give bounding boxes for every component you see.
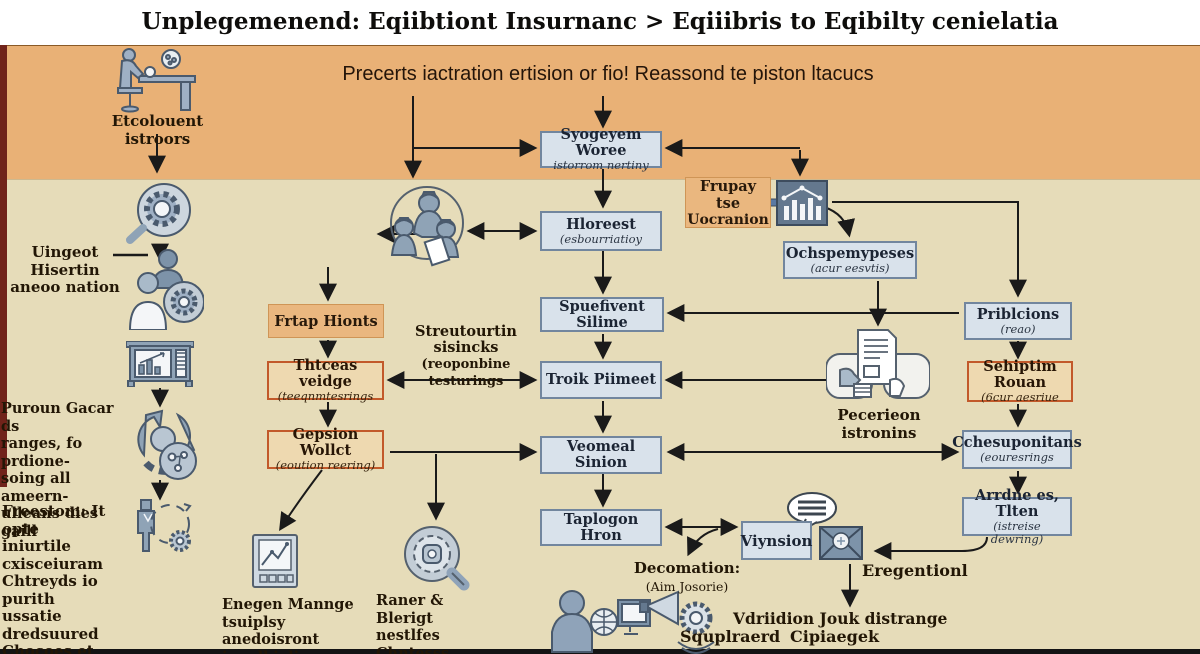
left-accent-strip (0, 45, 7, 487)
vdriidion-label: Vdriidion Jouk distrange (733, 609, 948, 628)
flow-box-syogeyem: Syogeyem Woree istorrom nertiny (540, 127, 662, 172)
raner-label: Raner & Blerigt nestlfes Chntesss doistr… (376, 592, 450, 654)
flow-box-frupay: Frupay tse Uocranion (685, 177, 771, 228)
flow-box-thtceas: Thtceas veidge (teeqnmtesrings (267, 358, 384, 403)
group-discussion-icon (390, 186, 464, 267)
barchart-panel-icon (776, 180, 828, 226)
flow-box-hloreest: Hloreest (esbourriatioy (540, 211, 662, 251)
bottom-accent-bar (0, 649, 1200, 654)
squplraerd-label: Squplraerd (680, 627, 781, 646)
banner-text: Precerts iactration ertision or fio! Rea… (342, 63, 874, 85)
hisertin-label: Uingeot Hisertin aneoo nation (10, 243, 120, 296)
flow-box-gepsion: Gepsion Wollct (eoution reering) (267, 427, 384, 472)
freestom-label: Freestom: It opte iniurtile cxisceiuram … (2, 502, 106, 654)
page-title: Unplegemenend: Eqiibtiont Insurnanc > Eq… (141, 8, 1059, 35)
etcolouent-label: Etcolouent istroors (111, 112, 204, 148)
person-at-desk-icon (117, 48, 196, 113)
envelope-icon (819, 526, 863, 560)
chart-board-icon (252, 534, 298, 588)
flow-box-ochspem: Ochspemypeses (acur eesvtis) (783, 241, 917, 279)
flow-box-arrdne: Arrdne es, Tlten (istreise dewring) (962, 487, 1072, 545)
flow-box-taplogon: Taplogon Hron (540, 509, 662, 546)
flow-box-cchesup: Cchesuponitans (eouresrings (952, 430, 1082, 469)
body-background (0, 180, 1200, 649)
eregentionl-label: Eregentionl (862, 561, 968, 580)
pecerieon-label: Pecerieon istronins (837, 406, 921, 442)
flow-box-veomeal: Veomeal Sinion (540, 436, 662, 474)
gear-magnifier-icon (126, 183, 191, 244)
title-strip (0, 0, 1200, 45)
flow-box-viynsion: Viynsion (741, 521, 812, 560)
cipiaegek-label: Cipiaegek (790, 627, 880, 646)
flow-box-priblcions: Priblcions (reao) (964, 302, 1072, 340)
people-gear-icon (128, 249, 204, 330)
magnifier-gear-icon (404, 526, 470, 591)
flow-box-frtap: Frtap Hionts (268, 304, 384, 338)
flow-box-troik: Troik Piimeet (540, 361, 662, 399)
person-gear-cycle-icon (137, 499, 192, 552)
flow-box-spuefivent: Spuefivent Silime (540, 297, 664, 332)
puroun-label: Puroun Gacar ds ranges, fo prdione- soin… (1, 400, 114, 540)
decomation-label: Decomation: (Aim Josorie) (633, 559, 741, 594)
flow-box-sehiptim: Sehiptim Rouan (6cur aesriue (967, 359, 1073, 404)
enegen-label: Enegen Mannge tsuiplsy anedoisront ingal… (222, 596, 354, 654)
document-hands-icon (826, 329, 930, 399)
streutourtin-label: Streutourtin sisincks (reoponbine testur… (415, 323, 517, 390)
cycle-arrows-icon (137, 409, 197, 480)
presentation-chart-icon (126, 341, 194, 387)
people-media-cluster-icon (551, 590, 715, 654)
